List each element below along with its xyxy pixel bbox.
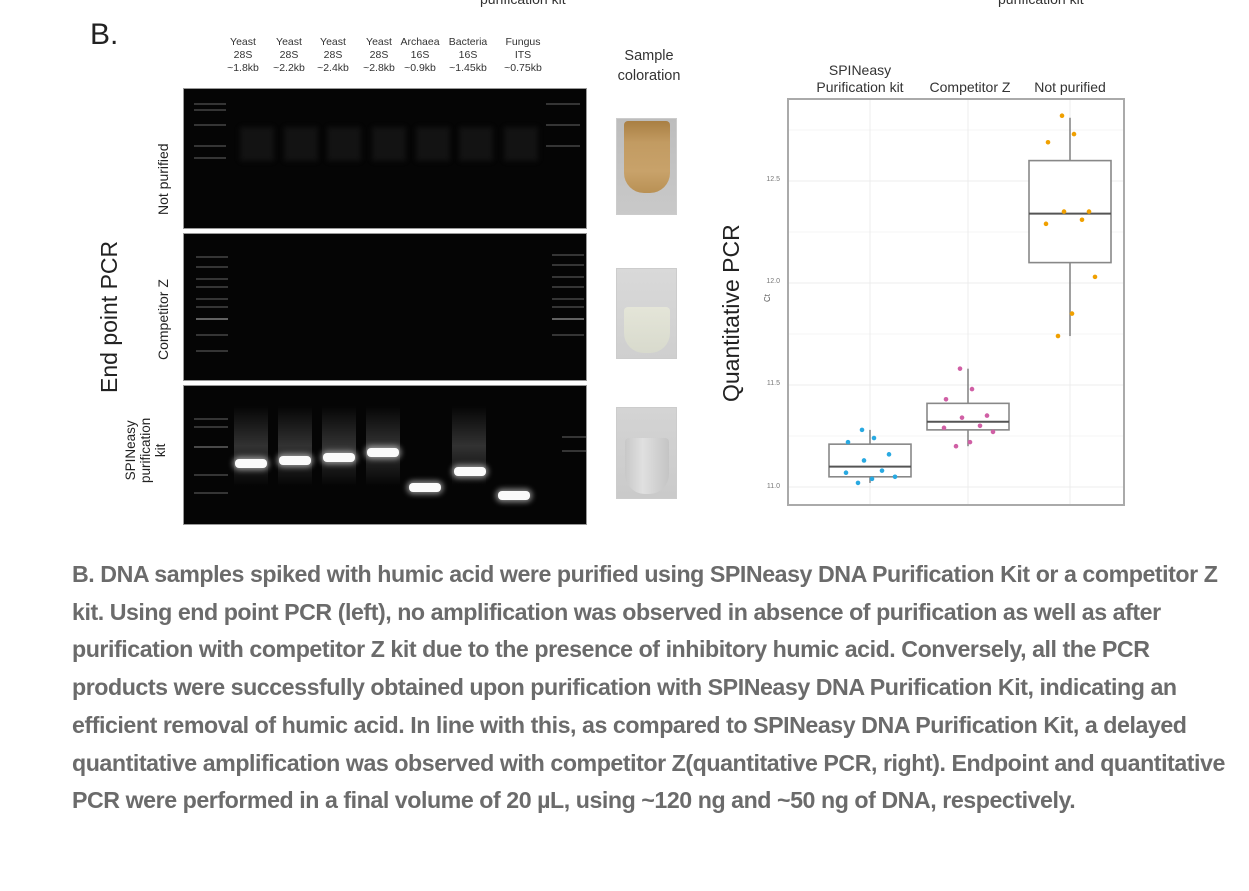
band-bacteria-1-45kb bbox=[454, 467, 486, 476]
boxplot-canvas bbox=[789, 100, 1123, 504]
tube-spineasy bbox=[616, 407, 677, 499]
band-yeast-1-8kb bbox=[235, 459, 267, 468]
band-archaea-0-9kb bbox=[409, 483, 441, 492]
sample-coloration-title: Sample coloration bbox=[617, 48, 681, 84]
qpcr-title: Quantitative PCR bbox=[718, 224, 744, 402]
tube-competitor-z bbox=[616, 268, 677, 359]
tube-liquid-brown bbox=[624, 121, 670, 193]
ytick-12-5: 12.5 bbox=[766, 176, 780, 183]
band-yeast-2-8kb bbox=[367, 448, 399, 457]
cut-label-left: purification kit bbox=[480, 0, 566, 7]
band-fungus-0-75kb bbox=[498, 491, 530, 500]
figure-caption: B. DNA samples spiked with humic acid we… bbox=[72, 561, 1225, 814]
end-point-pcr-title: End point PCR bbox=[96, 240, 122, 393]
row-label-competitor-z: Competitor Z bbox=[155, 279, 171, 360]
category-label-competitor-z: Competitor Z bbox=[929, 79, 1011, 95]
tube-liquid-clear bbox=[625, 438, 669, 494]
category-label-spineasy: SPINeasy Purification kit bbox=[816, 62, 904, 95]
band-yeast-2-4kb bbox=[323, 453, 355, 462]
cut-label-right: purification kit bbox=[998, 0, 1084, 7]
ytick-11-0: 11.0 bbox=[766, 483, 780, 490]
tube-not-purified bbox=[616, 118, 677, 215]
gel-spineasy bbox=[183, 385, 587, 525]
tube-liquid-pale bbox=[624, 307, 670, 353]
row-label-spineasy: SPINeasy purification kit bbox=[123, 417, 168, 483]
row-label-not-purified: Not purified bbox=[155, 143, 171, 215]
gel-not-purified bbox=[183, 88, 587, 229]
qpcr-boxplot bbox=[787, 98, 1125, 506]
gel-competitor-z bbox=[183, 233, 587, 381]
band-yeast-2-2kb bbox=[279, 456, 311, 465]
ytick-11-5: 11.5 bbox=[766, 380, 780, 387]
category-label-not-purified: Not purified bbox=[1034, 79, 1106, 95]
qpcr-ylabel: Ct bbox=[763, 294, 772, 302]
ytick-12-0: 12.0 bbox=[766, 278, 780, 285]
panel-letter: B. bbox=[90, 18, 119, 51]
